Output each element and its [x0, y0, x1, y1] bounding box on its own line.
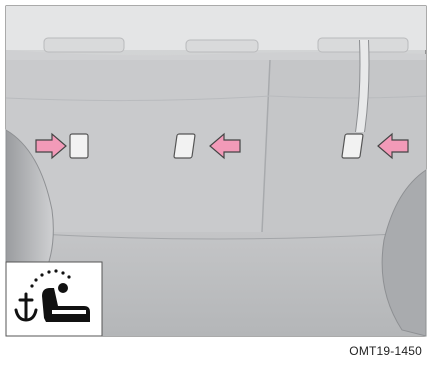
- child-seat-anchor-icon: [6, 262, 102, 336]
- figure-caption: OMT19-1450: [349, 344, 422, 358]
